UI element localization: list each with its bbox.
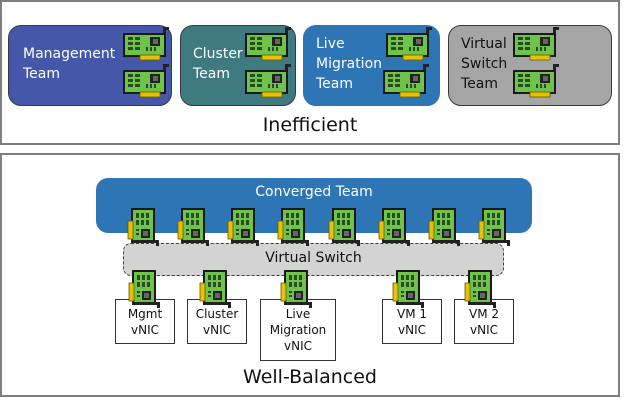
live-migration-vnic: Live Migration vNIC (260, 299, 336, 361)
network-adapter-card-icon (244, 27, 292, 63)
network-adapter-card-icon (199, 269, 233, 309)
network-adapter-card-icon (127, 207, 161, 247)
network-adapter-card-icon (512, 27, 560, 63)
network-adapter-card-icon (385, 27, 433, 63)
network-adapter-card-icon (128, 269, 162, 309)
virtual-switch: Virtual Switch (123, 243, 504, 276)
cluster-vnic: Cluster vNIC (187, 299, 247, 344)
network-adapter-card-icon (277, 207, 311, 247)
network-adapter-card-icon (244, 64, 292, 100)
network-adapter-card-icon (328, 207, 362, 247)
team-label: Live Migration Team (316, 36, 383, 92)
network-adapter-card-icon (392, 269, 426, 309)
team-label: Cluster Team (193, 46, 243, 82)
team-label: Virtual Switch Team (461, 36, 508, 92)
network-adapter-card-icon (478, 207, 512, 247)
network-adapter-card-icon (122, 27, 170, 63)
network-adapter-card-icon (464, 269, 498, 309)
inefficient-caption: Inefficient (262, 114, 358, 136)
network-adapter-card-icon (122, 64, 170, 100)
network-adapter-card-icon (177, 207, 211, 247)
network-adapter-card-icon (382, 64, 430, 100)
mgmt-vnic: Mgmt vNIC (115, 299, 175, 344)
vm2-vnic: VM 2 vNIC (454, 299, 514, 344)
network-adapter-card-icon (280, 269, 314, 309)
virtual-switch-label: Virtual Switch (265, 250, 362, 266)
vm1-vnic: VM 1 vNIC (382, 299, 442, 344)
converged-team-label: Converged Team (255, 184, 373, 200)
network-adapter-card-icon (227, 207, 261, 247)
network-adapter-card-icon (428, 207, 462, 247)
network-adapter-card-icon (512, 64, 560, 100)
converged-team: Converged Team (96, 178, 532, 233)
well-balanced-caption: Well-Balanced (243, 366, 377, 388)
network-adapter-card-icon (378, 207, 412, 247)
team-label: Management Team (23, 46, 116, 82)
